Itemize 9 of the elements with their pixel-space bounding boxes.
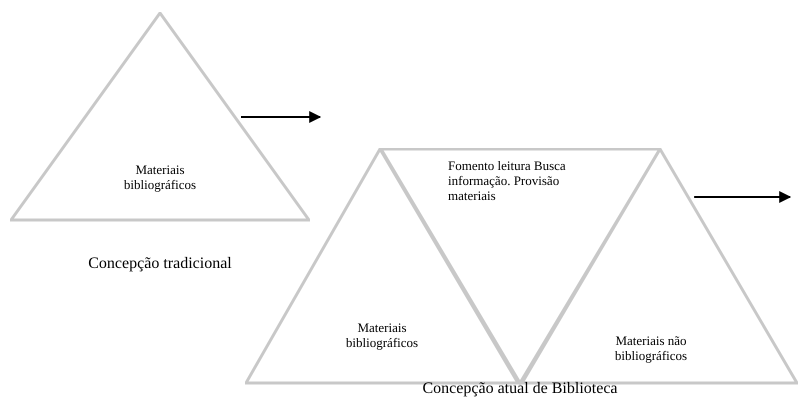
caption: Concepção tradicional xyxy=(87,255,233,273)
shape-label: Materiais bibliográficos xyxy=(122,162,198,192)
triangle-shape xyxy=(10,12,310,222)
shape-label: Fomento leitura Busca informação. Provisão materiais xyxy=(448,158,566,203)
arrow xyxy=(241,111,322,123)
arrow xyxy=(694,191,792,203)
caption: Concepção atual de Biblioteca xyxy=(421,380,619,398)
shape-label: Materiais não bibliográficos xyxy=(614,333,688,363)
shape-label: Materiais bibliográficos xyxy=(344,320,420,350)
